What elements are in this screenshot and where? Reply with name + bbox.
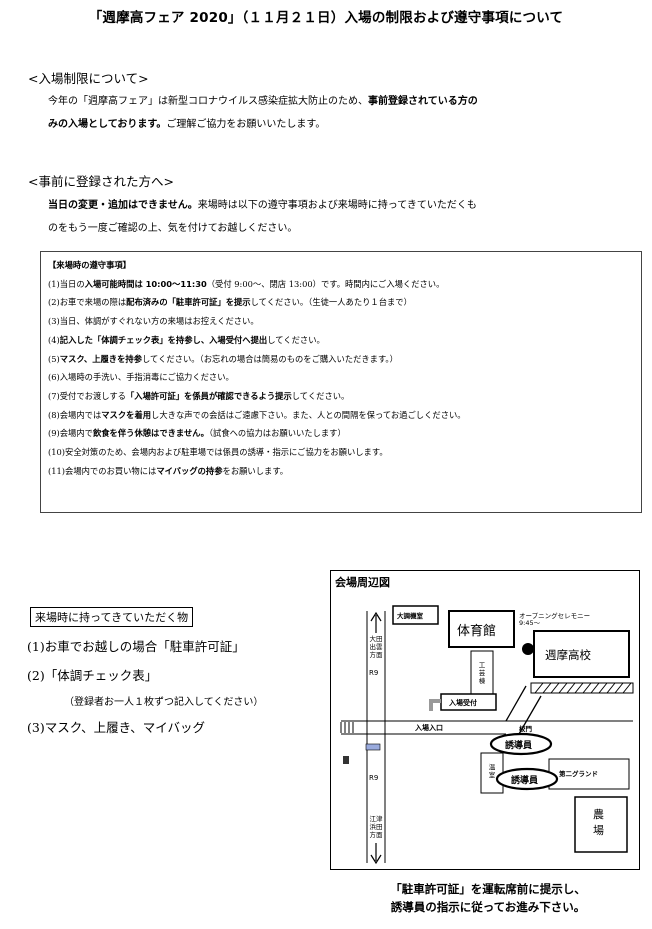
s1-text-d: ご理解ご協力をお願いいたします。	[166, 119, 326, 130]
rule-11: (11)会場内でのお買い物にはマイバッグの持参をお願いします。	[48, 465, 289, 476]
bring-item-1: (1)お車でお越しの場合「駐車許可証」	[27, 639, 245, 654]
bring-item-2-note: （登録者お一人１枚ずつ記入してください）	[64, 697, 264, 708]
map-guide-2: 誘導員	[511, 776, 539, 786]
map-school: 週摩高校	[545, 648, 591, 662]
page-title: 「週摩高フェア 2020」（１１月２１日）入場の制限および遵守事項について	[88, 10, 564, 26]
rule-3: (3)当日、体調がすぐれない方の来場はお控えください。	[48, 316, 259, 327]
s1-text-b: 事前登録されている方の	[368, 96, 478, 107]
map-daichou: 大調機室	[397, 612, 423, 620]
rule-5: (5)マスク、上履きを持参してください。（お忘れの場合は簡易のものをご購入いただ…	[48, 353, 398, 364]
rule-1: (1)当日の入場可能時間は 10:00～11:30（受付 9:00～、閉店 13…	[48, 278, 445, 289]
section1-heading: <入場制限について>	[28, 71, 149, 86]
bring-item-3: (3)マスク、上履き、マイバッグ	[27, 720, 205, 735]
rule-7: (7)受付でお渡しする「入場許可証」を係員が確認できるよう提示してください。	[48, 390, 350, 401]
s2-text-b: 来場時は以下の遵守事項および来場時に持ってきていただくも	[197, 200, 477, 211]
bring-heading: 来場時に持ってきていただく物	[30, 607, 194, 627]
map-second-ground: 第二グランド	[559, 770, 598, 778]
map-caption: 「駐車許可証」を運転席前に提示し、 誘導員の指示に従ってお進み下さい。	[390, 882, 586, 914]
s2-text-c: のをもう一度ご確認の上、気を付けてお越しください。	[48, 223, 298, 234]
bring-item-2: (2)「体調チェック表」	[27, 668, 158, 683]
section2-paragraph: 当日の変更・追加はできません。来場時は以下の遵守事項および来場時に持ってきていた…	[48, 194, 648, 240]
rule-9: (9)会場内で飲食を伴う休憩はできません。（試食への協力はお願いいたします）	[48, 428, 346, 439]
rules-box: 【来場時の遵守事項】 (1)当日の入場可能時間は 10:00～11:30（受付 …	[40, 251, 642, 513]
rule-10: (10)安全対策のため、会場内および駐車場では係員の誘導・指示にご協力をお願いし…	[48, 447, 388, 458]
map-guide-1: 誘導員	[505, 741, 533, 751]
map-drawing	[340, 605, 634, 865]
s1-text-a: 今年の「週摩高フェア」は新型コロナウイルス感染症拡大防止のため、	[48, 96, 368, 107]
map-onshitsu: 温室	[488, 763, 496, 779]
rule-8: (8)会場内ではマスクを着用し大きな声での会話はご遠慮下さい。また、人との間隔を…	[48, 409, 466, 420]
rule-4: (4)記入した「体調チェック表」を持参し、入場受付へ提出してください。	[48, 334, 325, 345]
rule-2: (2)お車で来場の際は配布済みの「駐車許可証」を提示してください。（生徒一人あた…	[48, 297, 412, 308]
map-road-north: 大田出雲方面	[369, 635, 383, 659]
section2-heading: <事前に登録された方へ>	[28, 174, 174, 189]
map-gym: 体育館	[457, 624, 497, 639]
s2-text-a: 当日の変更・追加はできません。	[48, 200, 198, 211]
map-entrance: 入場入口	[415, 724, 443, 732]
rules-header: 【来場時の遵守事項】	[48, 260, 131, 270]
rule-6: (6)入場時の手洗い、手指消毒にご協力ください。	[48, 372, 234, 383]
map-kougei: 工芸棟	[478, 661, 486, 685]
map-title: 会場周辺図	[335, 576, 390, 589]
map-gate: 校門	[519, 725, 532, 733]
map-r9-bottom: R9	[369, 774, 379, 782]
map-road-south: 江津浜田方面	[369, 815, 383, 839]
map-r9-top: R9	[369, 669, 379, 677]
map-farm: 農場	[593, 808, 604, 837]
s1-text-c: みの入場としております。	[48, 119, 167, 130]
map-reception: 入場受付	[449, 699, 477, 707]
section1-paragraph: 今年の「週摩高フェア」は新型コロナウイルス感染症拡大防止のため、事前登録されてい…	[48, 90, 648, 136]
